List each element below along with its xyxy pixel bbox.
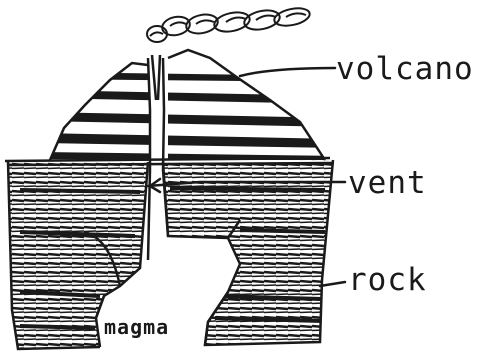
label-vent: vent (348, 165, 427, 201)
label-magma: magma (104, 315, 169, 339)
label-volcano: volcano (336, 51, 474, 87)
label-rock: rock (348, 262, 427, 298)
